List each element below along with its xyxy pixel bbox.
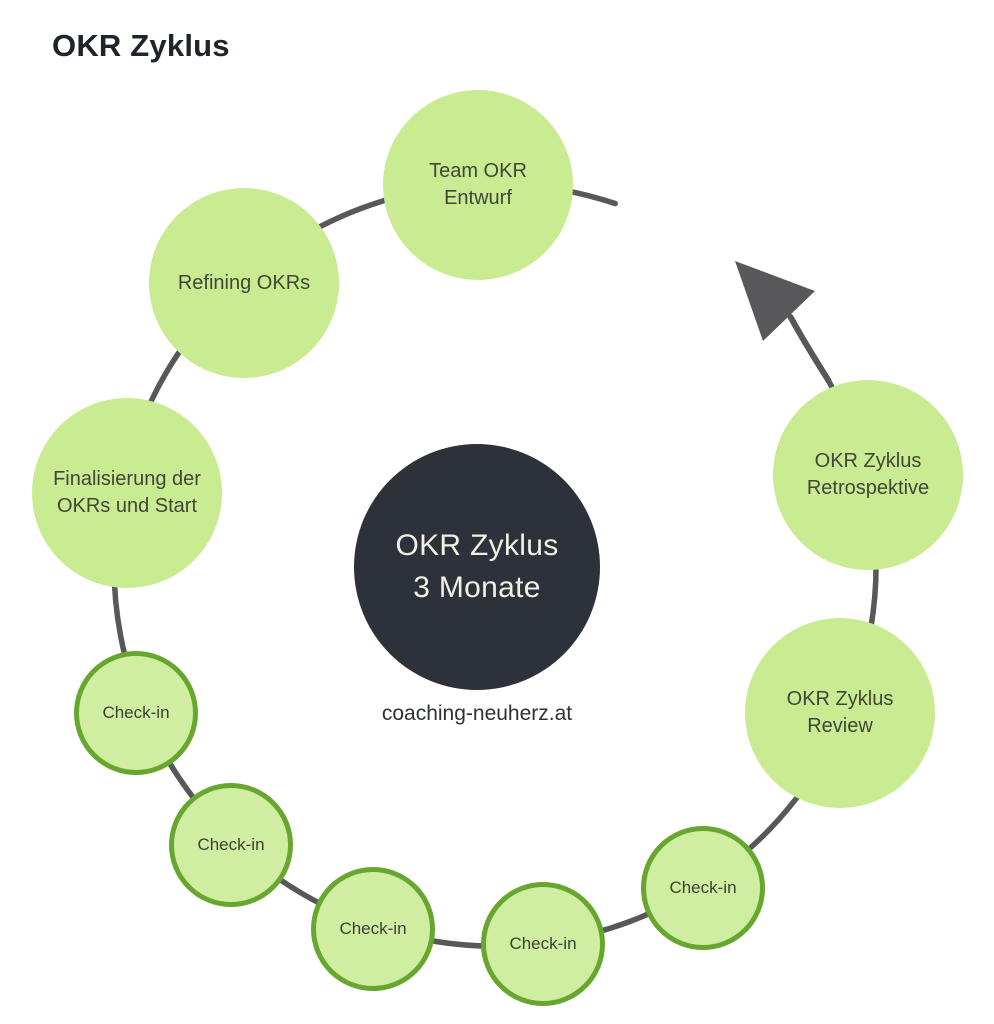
- stage-label: OKR Zyklus Review: [786, 688, 894, 737]
- checkin-label: Check-in: [102, 702, 170, 722]
- checkin-node-5: Check-in: [641, 826, 765, 950]
- center-hub: OKR Zyklus 3 Monate: [354, 444, 600, 690]
- checkin-node-4: Check-in: [481, 882, 605, 1006]
- checkin-label: Check-in: [669, 877, 737, 897]
- stage-label: Finalisierung der OKRs und Start: [53, 468, 201, 517]
- cycle-arrow-tail: [787, 314, 832, 384]
- stage-okr-zyklus-retrospektive: OKR Zyklus Retrospektive: [773, 380, 963, 570]
- cycle-arrow-head-icon: [735, 261, 815, 341]
- checkin-label: Check-in: [339, 918, 407, 938]
- stage-label: OKR Zyklus Retrospektive: [806, 450, 930, 499]
- stage-okr-zyklus-review: OKR Zyklus Review: [745, 618, 935, 808]
- stage-label: Team OKR Entwurf: [429, 160, 527, 209]
- stage-label: Refining OKRs: [177, 271, 311, 294]
- checkin-node-3: Check-in: [311, 867, 435, 991]
- checkin-label: Check-in: [509, 933, 577, 953]
- stage-refining-okrs: Refining OKRs: [149, 188, 339, 378]
- page-title: OKR Zyklus: [52, 28, 230, 63]
- checkin-node-2: Check-in: [169, 783, 293, 907]
- center-hub-label: OKR Zyklus 3 Monate: [395, 529, 559, 604]
- checkin-node-1: Check-in: [74, 651, 198, 775]
- stage-finalisierung-der-okrs-und-start: Finalisierung der OKRs und Start: [32, 398, 222, 588]
- checkin-label: Check-in: [197, 834, 265, 854]
- website-label: coaching-neuherz.at: [381, 702, 573, 725]
- stage-team-okr-entwurf: Team OKR Entwurf: [383, 90, 573, 280]
